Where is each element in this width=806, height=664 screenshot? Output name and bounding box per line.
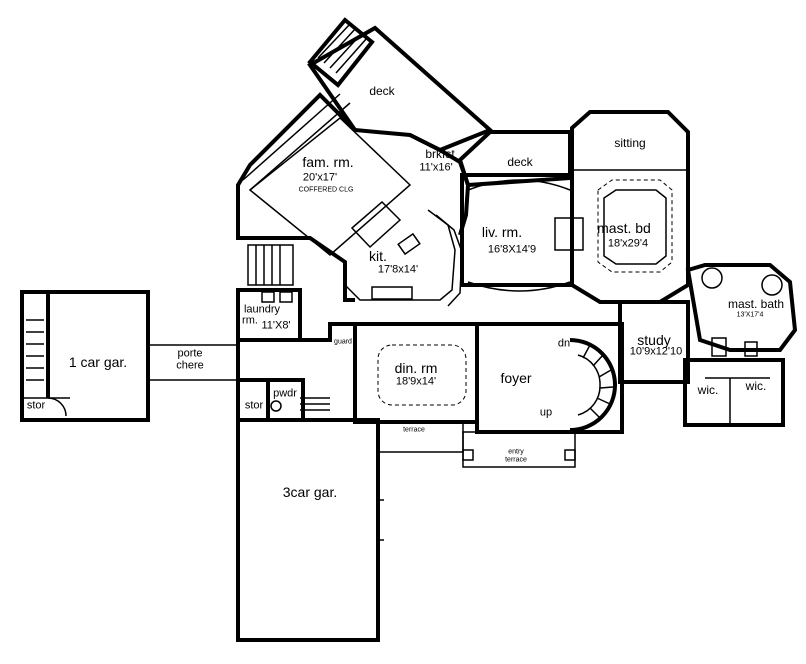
study-label: study bbox=[637, 332, 671, 348]
kitchen-label: kit. bbox=[369, 248, 387, 264]
stor-left-label: stor bbox=[26, 399, 46, 412]
upper-deck bbox=[307, 25, 494, 153]
laundry-room bbox=[236, 288, 302, 342]
wic-right-label: wic. bbox=[745, 379, 767, 393]
breakfast-dim: 11'x16' bbox=[419, 161, 453, 174]
sitting-label: sitting bbox=[614, 136, 646, 150]
deck-top-label: deck bbox=[369, 84, 395, 98]
curved-staircase bbox=[569, 338, 618, 432]
living-room-label: liv. rm. bbox=[481, 224, 523, 240]
entry-terrace-label: terrace bbox=[505, 456, 527, 464]
wic-left-label: wic. bbox=[697, 383, 719, 397]
laundry-label: laundry bbox=[243, 303, 281, 316]
powder-label: pwdr bbox=[273, 387, 297, 400]
fireplace bbox=[554, 217, 584, 251]
powder-room bbox=[266, 378, 305, 422]
guard-label: guard bbox=[334, 338, 352, 346]
stair-dn-label: dn bbox=[557, 337, 571, 350]
kitchen-dim: 17'8x14' bbox=[377, 263, 419, 276]
stor-mid-label: stor bbox=[244, 399, 264, 412]
master-bath bbox=[685, 263, 798, 352]
master-bath-dim: 13'X17'4 bbox=[736, 311, 764, 319]
living-room-dim: 16'8X14'9 bbox=[487, 243, 537, 256]
porte-label: porte bbox=[177, 347, 203, 360]
foyer-label: foyer bbox=[500, 370, 532, 386]
one-car-garage bbox=[20, 290, 150, 422]
master-bed-dim: 18'x29'4 bbox=[607, 237, 649, 250]
master-bath-label: mast. bath bbox=[727, 297, 785, 311]
study-dim: 10'9x12'10 bbox=[629, 345, 683, 358]
kitchen-island bbox=[350, 200, 402, 249]
deck-mid-label: deck bbox=[507, 155, 533, 169]
deck-stairs bbox=[307, 17, 375, 88]
family-room-note: COFFERED CLG bbox=[298, 186, 354, 194]
entry-label: entry bbox=[508, 448, 524, 456]
three-car-garage-label: 3car gar. bbox=[282, 484, 338, 500]
family-wing-walls bbox=[236, 92, 357, 302]
chere-label: chere bbox=[176, 359, 204, 372]
three-car-garage bbox=[236, 418, 380, 642]
family-room-dim: 20'x17' bbox=[302, 171, 338, 184]
laundry-rm: rm. bbox=[242, 314, 258, 327]
one-car-garage-label: 1 car gar. bbox=[68, 354, 128, 370]
rear-stairs bbox=[247, 244, 294, 286]
toilet bbox=[711, 337, 727, 357]
wic-closets bbox=[683, 358, 785, 427]
breakfast-label: brkfst bbox=[425, 147, 455, 161]
stair-up-label: up bbox=[539, 406, 553, 419]
dining-dim: 18'9x14' bbox=[395, 375, 437, 388]
laundry-dim: 11'X8' bbox=[261, 319, 291, 332]
family-room-label: fam. rm. bbox=[302, 154, 354, 170]
terrace-label: terrace bbox=[403, 426, 425, 434]
master-bed-label: mast. bd bbox=[597, 220, 651, 236]
master-bedroom bbox=[570, 110, 690, 304]
dining-label: din. rm bbox=[394, 360, 438, 376]
